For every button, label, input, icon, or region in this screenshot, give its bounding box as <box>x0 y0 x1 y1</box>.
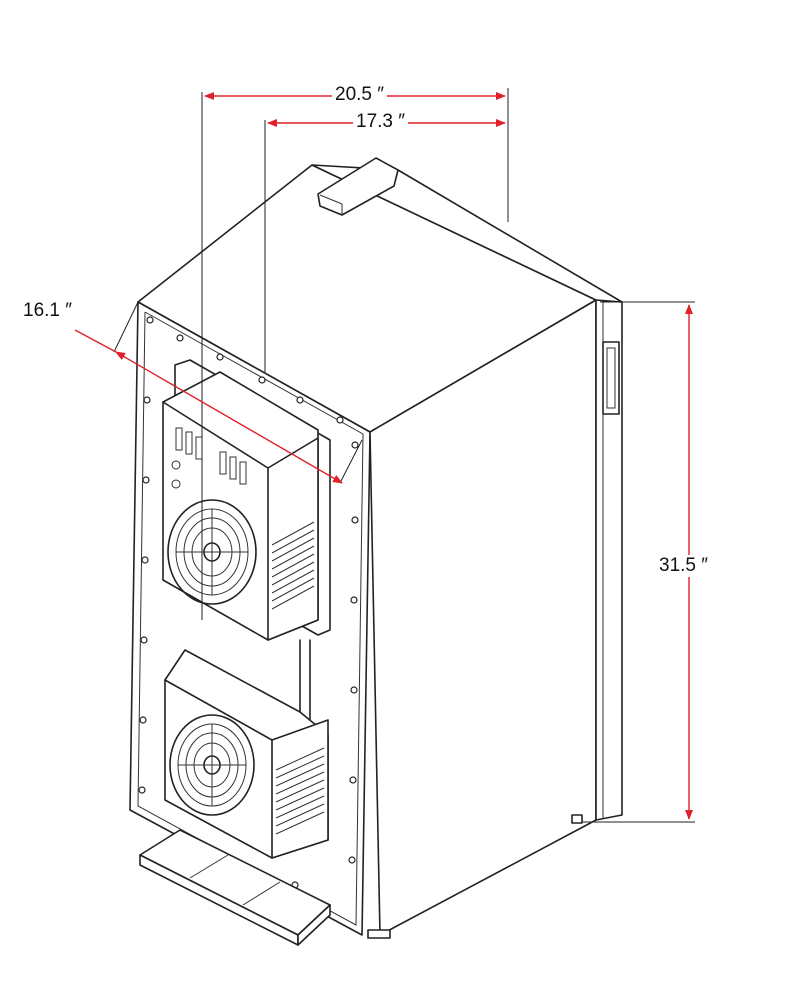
upper-side-louvers <box>271 521 315 610</box>
lower-fan-unit <box>164 639 329 859</box>
depth-label: 16.1 ″ <box>20 300 75 322</box>
lower-side-louvers <box>275 747 325 835</box>
inner-width-label: 17.3 ″ <box>353 111 408 133</box>
lower-fan <box>169 714 255 816</box>
door-hinge-top <box>317 157 399 216</box>
kick-plate <box>139 829 331 946</box>
upper-fan <box>167 499 257 605</box>
door-handle <box>602 341 620 415</box>
height-label: 31.5 ″ <box>656 555 711 577</box>
cabinet-foot <box>367 929 391 939</box>
overall-width-label: 20.5 ″ <box>332 84 387 106</box>
dim-line-depth <box>115 351 343 484</box>
